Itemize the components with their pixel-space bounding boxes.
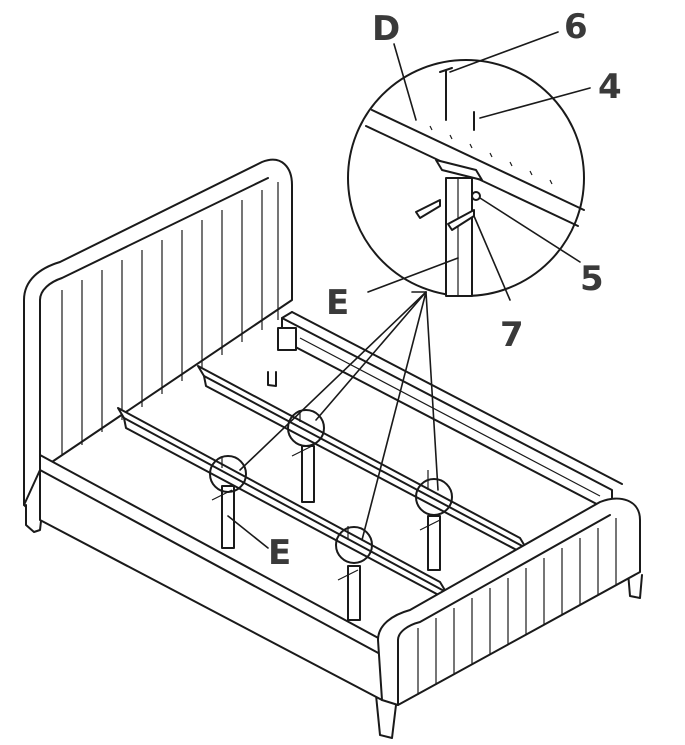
headboard <box>23 158 293 521</box>
bed-legs <box>25 371 643 739</box>
label-e-lower: E <box>268 533 291 573</box>
footboard <box>377 497 641 706</box>
footboard-channels <box>417 518 617 695</box>
side-rail-bracket <box>277 327 297 351</box>
label-4: 4 <box>598 67 622 107</box>
label-d: D <box>372 9 400 49</box>
headboard-channels <box>61 182 279 455</box>
support-leg-4 <box>415 470 453 571</box>
label-e-upper: E <box>326 283 349 323</box>
left-side-rail <box>39 454 383 701</box>
leader-lines <box>227 31 591 549</box>
label-7: 7 <box>500 315 524 355</box>
support-leg-3 <box>335 526 373 621</box>
label-5: 5 <box>580 259 604 299</box>
label-6: 6 <box>564 7 588 47</box>
support-leg-2 <box>287 409 325 503</box>
detail-callout <box>347 59 585 297</box>
right-side-rail <box>277 311 623 513</box>
part-labels: D 6 4 5 7 E E <box>268 7 622 573</box>
